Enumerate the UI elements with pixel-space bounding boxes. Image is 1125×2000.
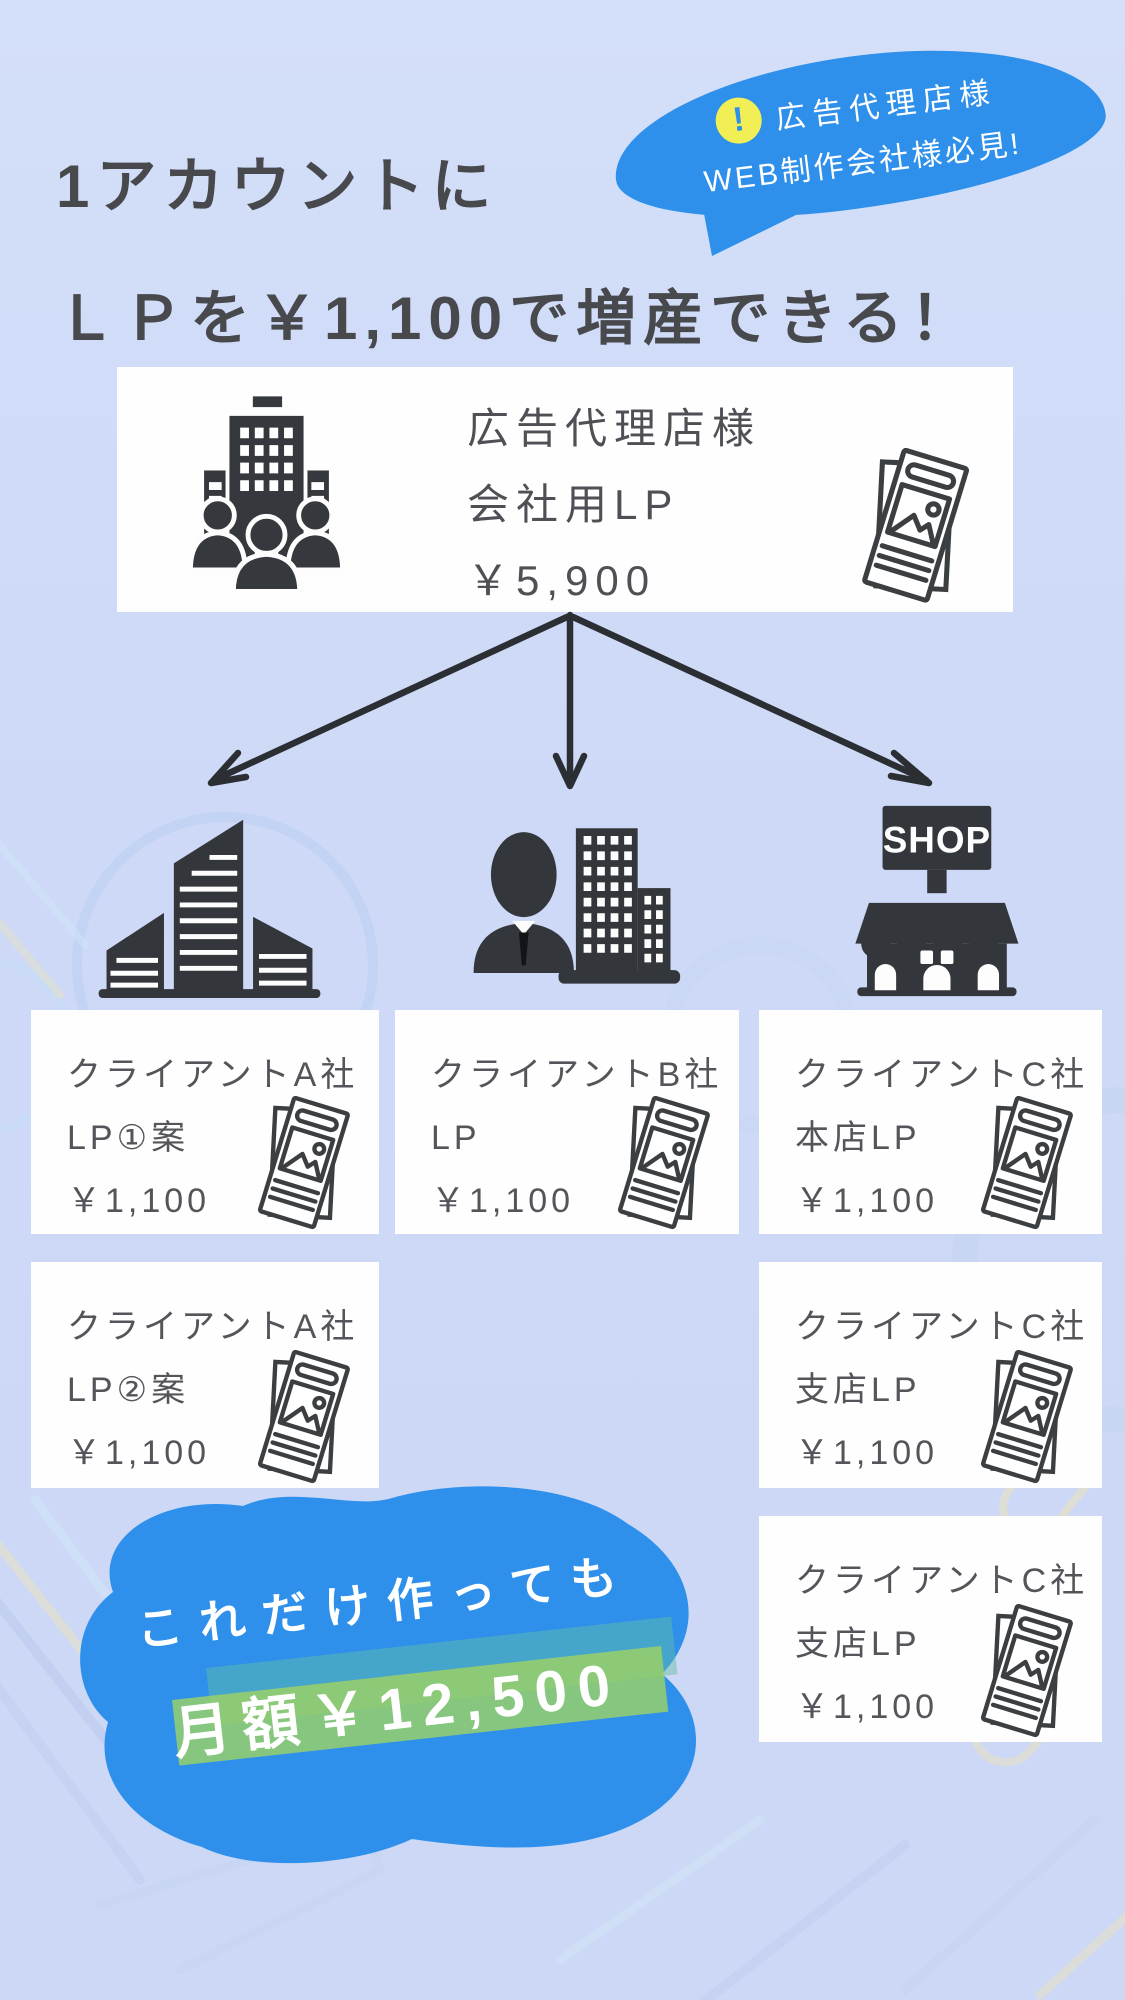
client-card-b: クライアントB社 LP ￥1,100 bbox=[395, 1010, 739, 1234]
shop-sign-text: SHOP bbox=[883, 819, 991, 860]
businessman-building-icon bbox=[473, 828, 681, 984]
client-company: クライアントB社 bbox=[431, 1056, 723, 1094]
office-towers-icon bbox=[98, 819, 321, 998]
parent-card-lp-type: 会社用LP bbox=[467, 481, 680, 528]
client-card-a2: クライアントA社 LP②案 ￥1,100 bbox=[31, 1262, 379, 1488]
client-company: クライアントC社 bbox=[795, 1562, 1089, 1600]
parent-card-name: 広告代理店様 bbox=[467, 405, 762, 452]
company-people-icon bbox=[188, 396, 345, 594]
lp-flyer-icon bbox=[968, 1350, 1090, 1486]
client-card-a1: クライアントA社 LP①案 ￥1,100 bbox=[31, 1010, 379, 1234]
client-price: ￥1,100 bbox=[795, 1434, 939, 1472]
client-price: ￥1,100 bbox=[795, 1182, 939, 1220]
lp-flyer-icon bbox=[847, 448, 989, 606]
client-card-c-branch2: クライアントC社 支店LP ￥1,100 bbox=[759, 1516, 1102, 1742]
lp-flyer-icon bbox=[968, 1604, 1090, 1740]
client-company: クライアントA社 bbox=[67, 1056, 359, 1094]
lp-flyer-icon bbox=[245, 1350, 367, 1486]
exclamation-glyph: ! bbox=[730, 100, 747, 140]
client-company: クライアントC社 bbox=[795, 1308, 1089, 1346]
client-price: ￥1,100 bbox=[795, 1688, 939, 1726]
client-company: クライアントA社 bbox=[67, 1308, 359, 1346]
client-lp-label: LP①案 bbox=[67, 1119, 190, 1157]
lp-flyer-icon bbox=[245, 1096, 367, 1232]
shop-icon: SHOP bbox=[855, 805, 1019, 997]
client-card-c-main: クライアントC社 本店LP ￥1,100 bbox=[759, 1010, 1102, 1234]
exclamation-icon: ! bbox=[713, 94, 765, 146]
lp-flyer-icon bbox=[968, 1096, 1090, 1232]
main-title-line1: 1アカウントに bbox=[56, 153, 499, 220]
client-lp-label: 本店LP bbox=[795, 1119, 921, 1157]
client-price: ￥1,100 bbox=[67, 1182, 211, 1220]
client-lp-label: 支店LP bbox=[795, 1625, 921, 1663]
client-company: クライアントC社 bbox=[795, 1056, 1089, 1094]
client-card-c-branch1: クライアントC社 支店LP ￥1,100 bbox=[759, 1262, 1102, 1488]
client-lp-label: LP bbox=[431, 1119, 481, 1157]
client-price: ￥1,100 bbox=[67, 1434, 211, 1472]
client-price: ￥1,100 bbox=[431, 1182, 575, 1220]
lp-flyer-icon bbox=[605, 1096, 727, 1232]
agency-parent-card: 広告代理店様 会社用LP ￥5,900 bbox=[117, 367, 1013, 612]
main-title-line2: ＬＰを￥1,100で増産できる！ bbox=[56, 285, 977, 352]
client-lp-label: LP②案 bbox=[67, 1371, 190, 1409]
summary-blob bbox=[80, 1486, 697, 1864]
client-lp-label: 支店LP bbox=[795, 1371, 921, 1409]
parent-card-price: ￥5,900 bbox=[467, 557, 657, 604]
